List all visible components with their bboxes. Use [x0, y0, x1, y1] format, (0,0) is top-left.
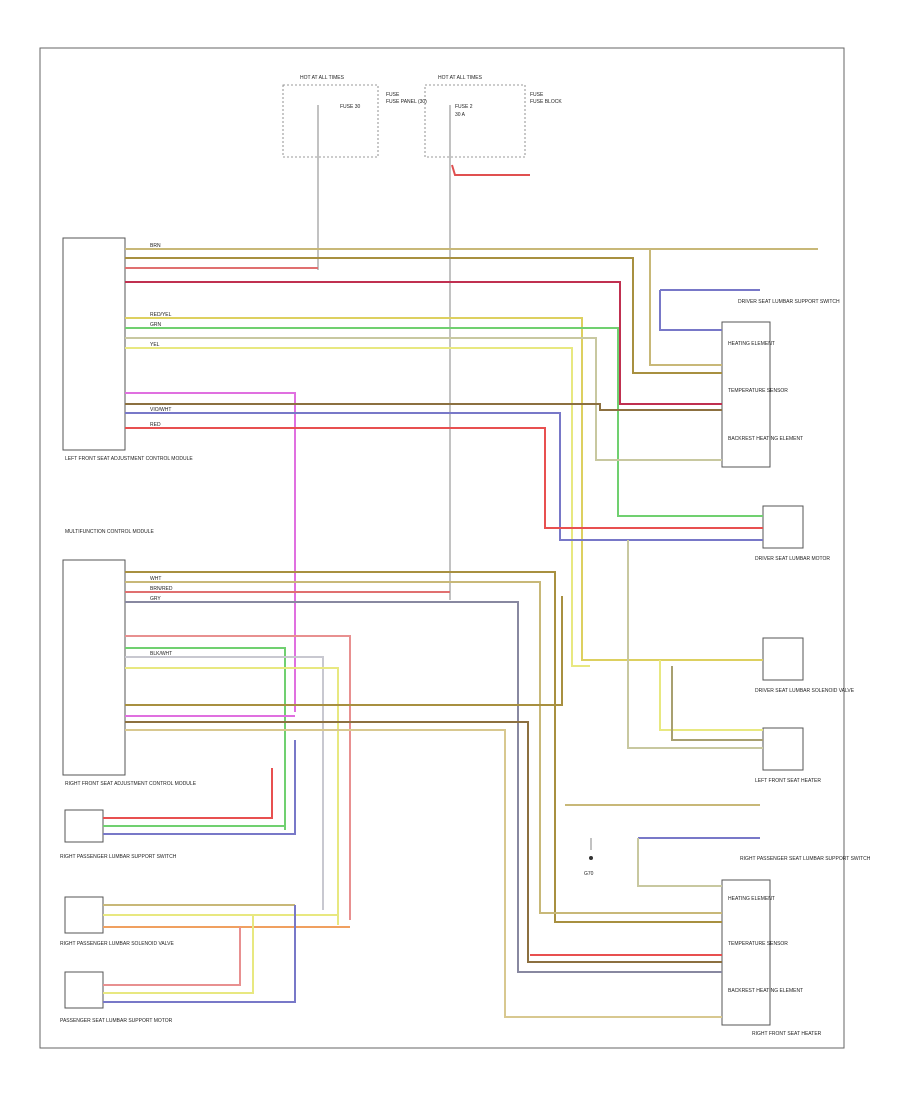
right-temp-sensor-label: TEMPERATURE SENSOR — [728, 941, 788, 947]
passenger-switch-mid — [64, 896, 104, 934]
wire-tag-brn: BRN — [150, 243, 161, 249]
ground-point-label: G70 — [584, 871, 594, 877]
wire-tag-red: RED — [150, 422, 161, 428]
multifunction-module-label: MULTIFUNCTION CONTROL MODULE — [65, 529, 155, 535]
diagram-border — [39, 47, 845, 1049]
passenger-switch-bot — [64, 971, 104, 1009]
driver-lumbar-motor-label: DRIVER SEAT LUMBAR MOTOR — [755, 556, 830, 562]
heating-element-label: HEATING ELEMENT — [728, 341, 775, 347]
passenger-lumbar-solenoid-label: RIGHT PASSENGER LUMBAR SOLENOID VALVE — [60, 941, 174, 947]
driver-lumbar-switch-label: DRIVER SEAT LUMBAR SUPPORT SWITCH — [738, 299, 840, 305]
driver-lumbar-valve-box — [762, 727, 804, 771]
right-side-wires — [530, 249, 763, 956]
fuse-box-1-label-4: FUSE PANEL (30) — [386, 99, 427, 105]
wire-tag-blk-wht: BLK/WHT — [150, 651, 172, 657]
wire-tag-vio: VIO/WHT — [150, 407, 171, 413]
driver-seat-heater-box — [721, 321, 771, 468]
wire-tag-grn: GRN — [150, 322, 162, 328]
wire-tag-gry: GRY — [150, 596, 161, 602]
fuse-box-2-label-1: HOT AT ALL TIMES — [438, 75, 483, 81]
wire-tag-brn-red: BRN/RED — [150, 586, 173, 592]
right-module-wires — [125, 571, 722, 1018]
temp-sensor-label: TEMPERATURE SENSOR — [728, 388, 788, 394]
fuse-box-2-label-2: FUSE — [530, 92, 544, 98]
driver-lumbar-motor-box — [762, 505, 804, 549]
fuse-box-1-label-2: FUSE — [386, 92, 400, 98]
fuse-box-2-label-5: FUSE BLOCK — [530, 99, 562, 105]
passenger-wires — [103, 740, 350, 1003]
right-front-seat-module — [62, 559, 126, 776]
passenger-lumbar-motor-label: PASSENGER SEAT LUMBAR SUPPORT MOTOR — [60, 1018, 173, 1024]
driver-lumbar-solenoid-box — [762, 637, 804, 681]
passenger-seat-lumbar-sw-label: RIGHT PASSENGER SEAT LUMBAR SUPPORT SWIT… — [740, 856, 871, 862]
fuse-box-1-label-3: FUSE 30 — [340, 104, 361, 110]
fuse-box-1-label-1: HOT AT ALL TIMES — [300, 75, 345, 81]
wire-tag-wht: WHT — [150, 576, 161, 582]
right-front-module-label: RIGHT FRONT SEAT ADJUSTMENT CONTROL MODU… — [65, 781, 197, 787]
wire-tag-red-yel: RED/YEL — [150, 312, 172, 318]
right-heating-element-label: HEATING ELEMENT — [728, 896, 775, 902]
fuse-box-2-label-3: FUSE 2 — [455, 104, 473, 110]
passenger-switch-top — [64, 809, 104, 843]
right-backrest-heater-label: BACKREST HEATING ELEMENT — [728, 988, 803, 994]
left-module-wires — [125, 248, 818, 712]
wire-tag-yel: YEL — [150, 342, 160, 348]
right-front-seat-heater-label: RIGHT FRONT SEAT HEATER — [752, 1031, 822, 1037]
right-seat-heater-box — [721, 879, 771, 1026]
ground-symbol: G70 — [584, 838, 594, 877]
left-front-seat-module — [62, 237, 126, 451]
passenger-lumbar-switch-label: RIGHT PASSENGER LUMBAR SUPPORT SWITCH — [60, 854, 177, 860]
driver-lumbar-solenoid-label: DRIVER SEAT LUMBAR SOLENOID VALVE — [755, 688, 855, 694]
driver-lumbar-valve-label: LEFT FRONT SEAT HEATER — [755, 778, 821, 784]
fuse-box-2: HOT AT ALL TIMES FUSE FUSE 2 30 A FUSE B… — [424, 75, 562, 600]
fuse-box-1: HOT AT ALL TIMES FUSE FUSE 30 FUSE PANEL… — [282, 75, 427, 270]
fuse-box-2-label-4: 30 A — [455, 112, 466, 118]
backrest-heater-label: BACKREST HEATING ELEMENT — [728, 436, 803, 442]
left-front-module-label: LEFT FRONT SEAT ADJUSTMENT CONTROL MODUL… — [65, 456, 193, 462]
